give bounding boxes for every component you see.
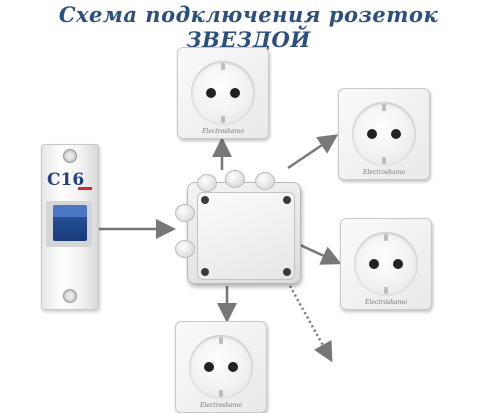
breaker-rating-label: C16 bbox=[47, 170, 85, 190]
junction-box bbox=[175, 170, 303, 286]
socket-pin-hole bbox=[204, 362, 214, 372]
socket-ground-clip bbox=[219, 390, 223, 397]
socket-right-top: Electroshamo bbox=[338, 88, 430, 180]
socket-pin-hole bbox=[367, 129, 377, 139]
socket-brand: Electroshamo bbox=[202, 128, 244, 135]
socket-ground-clip bbox=[382, 104, 386, 111]
socket-face bbox=[191, 61, 255, 125]
breaker-lever-top bbox=[53, 205, 87, 217]
socket-right-bottom: Electroshamo bbox=[340, 218, 432, 310]
socket-brand: Electroshamo bbox=[363, 169, 405, 176]
arrow-box-to-socket-right-bottom bbox=[297, 242, 342, 265]
socket-ground-clip bbox=[219, 337, 223, 344]
socket-face bbox=[352, 102, 416, 166]
circuit-breaker: C16 bbox=[41, 144, 99, 310]
cable-gland-top-2 bbox=[225, 170, 245, 188]
socket-pin-hole bbox=[391, 129, 401, 139]
socket-pin-hole bbox=[206, 88, 216, 98]
cable-gland-left-2 bbox=[175, 240, 195, 258]
socket-brand: Electroshamo bbox=[365, 299, 407, 306]
cable-gland-top-1 bbox=[197, 174, 217, 192]
socket-ground-clip bbox=[221, 116, 225, 123]
lid-screw-tr bbox=[283, 196, 291, 204]
breaker-red-mark bbox=[78, 187, 92, 190]
lid-screw-br bbox=[283, 268, 291, 276]
socket-face bbox=[189, 335, 253, 399]
socket-pin-hole bbox=[228, 362, 238, 372]
socket-brand: Electroshamo bbox=[200, 402, 242, 409]
arrow-box-to-next-dotted bbox=[288, 285, 333, 363]
socket-face bbox=[354, 232, 418, 296]
breaker-screw-bottom bbox=[63, 289, 77, 303]
socket-ground-clip bbox=[384, 234, 388, 241]
cable-gland-left-1 bbox=[175, 204, 195, 222]
socket-bottom: Electroshamo bbox=[175, 321, 267, 413]
socket-ground-clip bbox=[382, 157, 386, 164]
lid-screw-tl bbox=[201, 196, 209, 204]
socket-pin-hole bbox=[369, 259, 379, 269]
breaker-screw-top bbox=[63, 149, 77, 163]
arrow-box-to-socket-right-top bbox=[287, 134, 339, 170]
socket-pin-hole bbox=[230, 88, 240, 98]
lid-screw-bl bbox=[201, 268, 209, 276]
socket-top: Electroshamo bbox=[177, 47, 269, 139]
junction-box-lid bbox=[197, 192, 295, 280]
cable-gland-top-3 bbox=[255, 172, 275, 190]
diagram-title: Схема подключения розеток ЗВЕЗДОЙ bbox=[58, 2, 439, 52]
socket-ground-clip bbox=[384, 287, 388, 294]
socket-ground-clip bbox=[221, 63, 225, 70]
socket-pin-hole bbox=[393, 259, 403, 269]
